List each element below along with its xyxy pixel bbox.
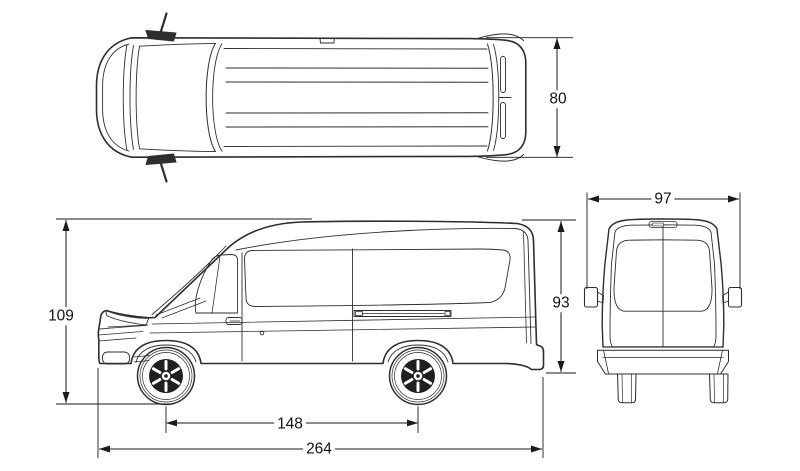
side-wiper-1 [155,297,201,316]
side-windshield-inner-line [151,245,227,315]
dim-overall-height-arrow-down [62,392,70,403]
rear-tire-inner-2 [394,352,442,400]
rear-left-mirror-arm [597,291,604,304]
side-cab-window [194,254,238,314]
dim-rear-height-arrow-down [557,361,565,372]
side-fender-crease [107,324,149,328]
top-roof-front-arc [205,42,216,153]
front-tire-inner-1 [139,349,193,403]
rear-roof-marker-inner [652,222,664,227]
dim-top-width-arrow-down [553,146,561,157]
top-windshield-lower-edge [139,148,216,153]
rear-left-wheel-inner-1 [621,373,623,403]
rear-hub-dot [416,374,420,378]
side-sliding-door-rail [353,310,452,317]
rear-roof-marker [648,221,678,228]
front-tire-outer [136,346,196,406]
top-left-mirror-arm [158,12,168,38]
top-view [95,12,527,183]
dim-overall-length-arrow-right [531,445,542,453]
top-right-mirror-housing [145,153,177,165]
dim-overall-height [56,218,312,405]
side-grille-line-3 [98,337,137,342]
front-tire-inner-2 [142,352,190,400]
rear-tire-outer [388,346,448,406]
top-roof-seam-notch [319,37,335,44]
dimension-label-overall-length: 264 [303,440,335,458]
side-front-wheel-arch-lip [135,344,197,363]
top-roof-rear-arc-inner [493,44,500,151]
rear-right-mirror [727,286,743,308]
top-cowl-line-1 [122,44,128,151]
side-rear-door-seam [523,230,527,344]
dim-overall-length-arrow-left [99,445,110,453]
rear-view [583,218,743,404]
top-cowl-line-2 [129,45,134,150]
dimension-label-top-width: 80 [546,90,570,108]
rear-bumper-outline [597,349,729,375]
side-grille-line-2 [98,331,144,336]
dim-wheelbase-arrow-left [166,419,177,427]
top-cowl-line-3 [135,45,140,150]
side-wiper-2 [161,300,207,319]
side-grille-line-1 [99,325,147,330]
top-roof-rear-arc [487,43,494,152]
side-rear-wheel-arch-lip [387,344,449,363]
dim-top-width-arrow-up [553,38,561,49]
top-windshield-upper-edge [139,42,216,47]
top-roof-panel-edge-upper [223,48,488,50]
dim-rear-height-arrow-up [557,221,565,232]
dimension-lines [56,37,741,458]
rear-bumper-corner-left [603,349,609,374]
side-door-handle [225,317,243,325]
rear-tire-inner-1 [391,349,445,403]
top-rear-door-slot-upper [500,56,506,93]
rear-right-wheel [709,373,729,404]
side-front-wheel [136,346,196,406]
side-cab-window-divider [211,255,221,314]
dimension-label-wheelbase: 148 [274,415,306,433]
rear-left-mirror [583,286,599,308]
rear-body-outline-right [662,218,725,348]
dimension-label-rear-height: 93 [549,294,573,312]
side-belt-crease-upper [151,316,537,325]
top-left-mirror-housing [145,30,177,42]
rear-bumper-corner-right [717,349,723,374]
side-belt-crease-lower [149,326,537,334]
side-rail-bracket-left [355,311,363,316]
dim-overall-height-arrow-up [62,220,70,231]
dim-rear-width-arrow-right [728,195,739,203]
side-keyhole [259,330,265,336]
rear-left-wheel [617,373,637,404]
dim-rear-width-arrow-left [588,195,599,203]
rear-right-mirror-arm [722,291,729,304]
side-body-outline [97,220,545,371]
top-roof-front-arc-inner [212,43,223,152]
side-rail-bracket-right [444,311,451,316]
top-right-mirror-arm [158,157,168,183]
top-front-bumper-line [102,43,130,152]
side-view [97,220,545,406]
dim-wheelbase-arrow-right [407,419,418,427]
side-headlight [105,310,150,326]
top-rear-bumper-flare-lower [477,154,524,162]
rear-body-outline-left [601,218,664,348]
top-body-outline [95,37,527,158]
side-fog-lamp [102,351,130,365]
top-roof-panel-edge-lower [223,145,488,147]
top-rear-door-slot-lower [500,102,506,139]
side-cargo-window [244,248,511,307]
rear-right-wheel-inner-1 [713,373,715,403]
dimension-label-overall-height: 109 [45,307,77,325]
side-rear-wheel [388,346,448,406]
dimension-label-rear-width: 97 [651,190,675,208]
top-rear-bumper-flare-upper [477,33,524,41]
side-roof-gutter-line [235,227,532,344]
front-hub-dot [164,374,168,378]
